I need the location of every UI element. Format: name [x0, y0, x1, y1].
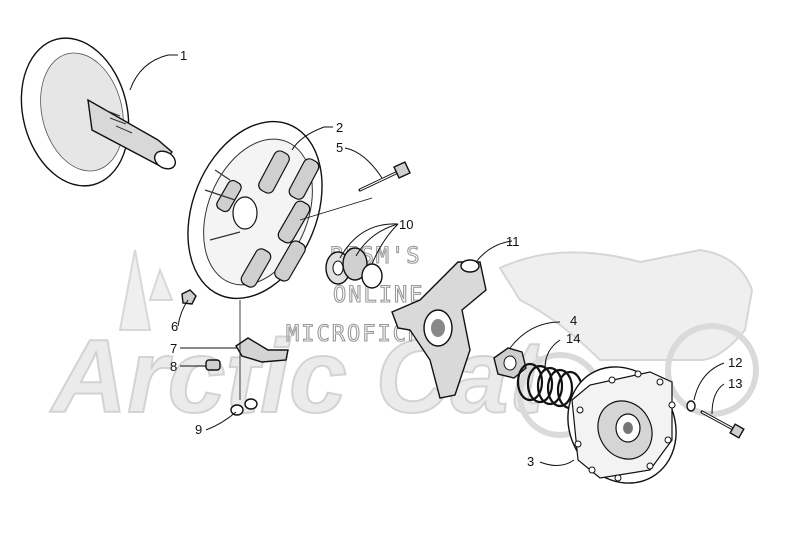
part-5-bolt [358, 161, 411, 192]
callout-7: 7 [170, 341, 177, 356]
callout-3: 3 [527, 454, 534, 469]
part-10-washers [325, 247, 383, 289]
callout-11: 11 [506, 234, 520, 249]
callout-9: 9 [195, 422, 202, 437]
part-6-nut [181, 289, 197, 305]
callout-4: 4 [570, 313, 577, 328]
callout-2: 2 [336, 120, 343, 135]
part-1-sheave [20, 37, 177, 187]
part-3-cover [567, 366, 677, 484]
part-12-washer [686, 400, 696, 412]
callout-13: 13 [728, 376, 742, 391]
leader-lines [129, 54, 725, 466]
watermark-line-2: ONLINE [333, 283, 424, 308]
watermark-skyline [118, 249, 174, 331]
callout-5: 5 [336, 140, 343, 155]
callout-labels: 1 2 5 10 11 6 7 8 9 4 14 12 13 3 [170, 48, 742, 469]
callout-6: 6 [171, 319, 178, 334]
callout-8: 8 [170, 359, 177, 374]
part-7-weight [235, 337, 289, 363]
part-8-pin [205, 359, 221, 371]
part-13-bolt [700, 410, 745, 439]
callout-10: 10 [399, 217, 413, 232]
part-4-nut [493, 347, 527, 379]
part-14-spring [516, 362, 584, 410]
callout-12: 12 [728, 355, 742, 370]
callout-14: 14 [566, 331, 580, 346]
part-2-movable-sheave [187, 120, 323, 300]
part-9-washers [230, 398, 258, 416]
callout-1: 1 [180, 48, 187, 63]
part-11-spider [391, 259, 487, 399]
